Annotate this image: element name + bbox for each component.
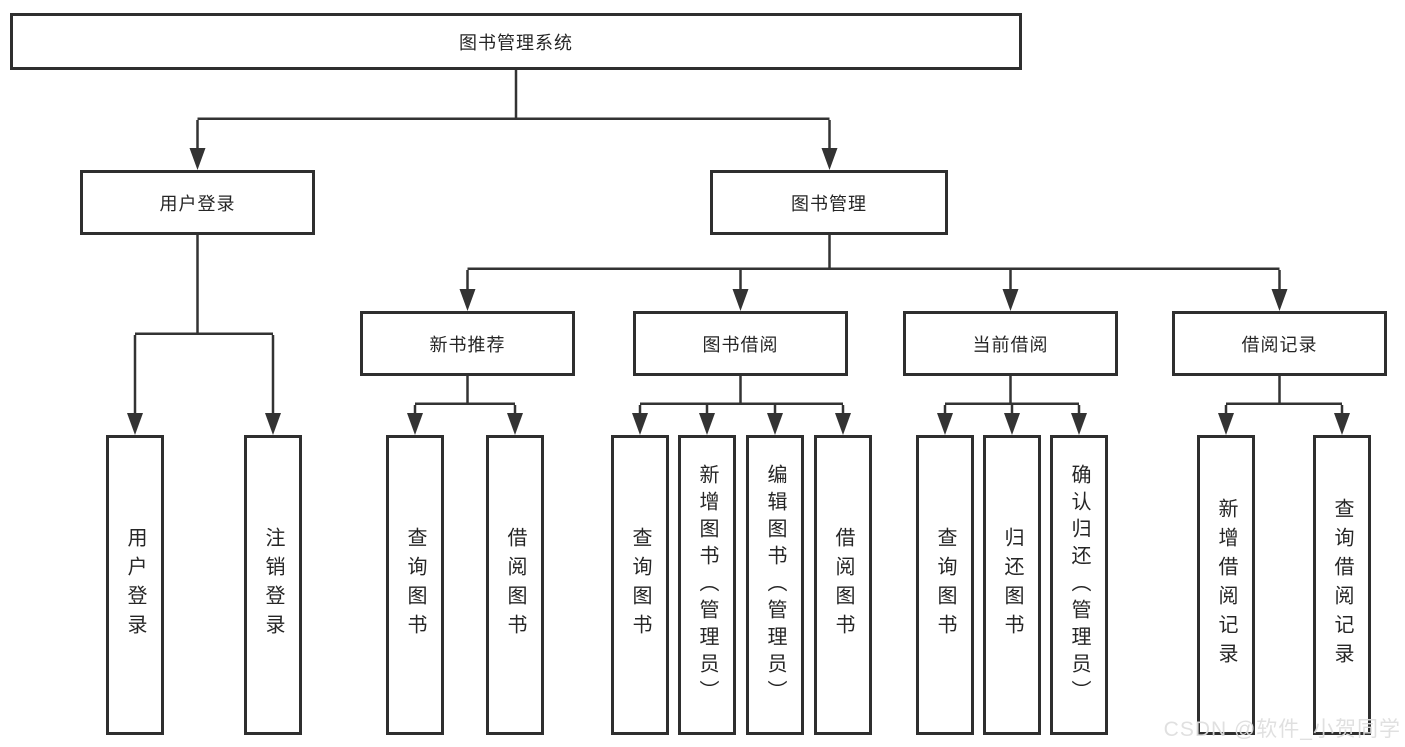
leaf-query-books: 查询图书	[386, 435, 444, 735]
leaf-confirm-return-admin: 确认归还（管理员）	[1050, 435, 1108, 735]
leaf-add-books-admin: 新增图书（管理员）	[678, 435, 736, 735]
node-new-book-recommendation: 新书推荐	[360, 311, 575, 376]
leaf-borrow-books: 借阅图书	[814, 435, 872, 735]
node-borrowing-records: 借阅记录	[1172, 311, 1387, 376]
leaf-logout: 注销登录	[244, 435, 302, 735]
leaf-add-borrow-record: 新增借阅记录	[1197, 435, 1255, 735]
node-library-management-system: 图书管理系统	[10, 13, 1022, 70]
leaf-query-books: 查询图书	[916, 435, 974, 735]
csdn-watermark: CSDN @软件_小贺同学	[1163, 718, 1401, 741]
leaf-query-borrow-record: 查询借阅记录	[1313, 435, 1371, 735]
leaf-return-books: 归还图书	[983, 435, 1041, 735]
leaf-borrow-books: 借阅图书	[486, 435, 544, 735]
leaf-user-login: 用户登录	[106, 435, 164, 735]
node-book-management: 图书管理	[710, 170, 948, 235]
node-book-borrowing: 图书借阅	[633, 311, 848, 376]
leaf-query-books: 查询图书	[611, 435, 669, 735]
node-current-borrowing: 当前借阅	[903, 311, 1118, 376]
node-user-login: 用户登录	[80, 170, 315, 235]
leaf-edit-books-admin: 编辑图书（管理员）	[746, 435, 804, 735]
